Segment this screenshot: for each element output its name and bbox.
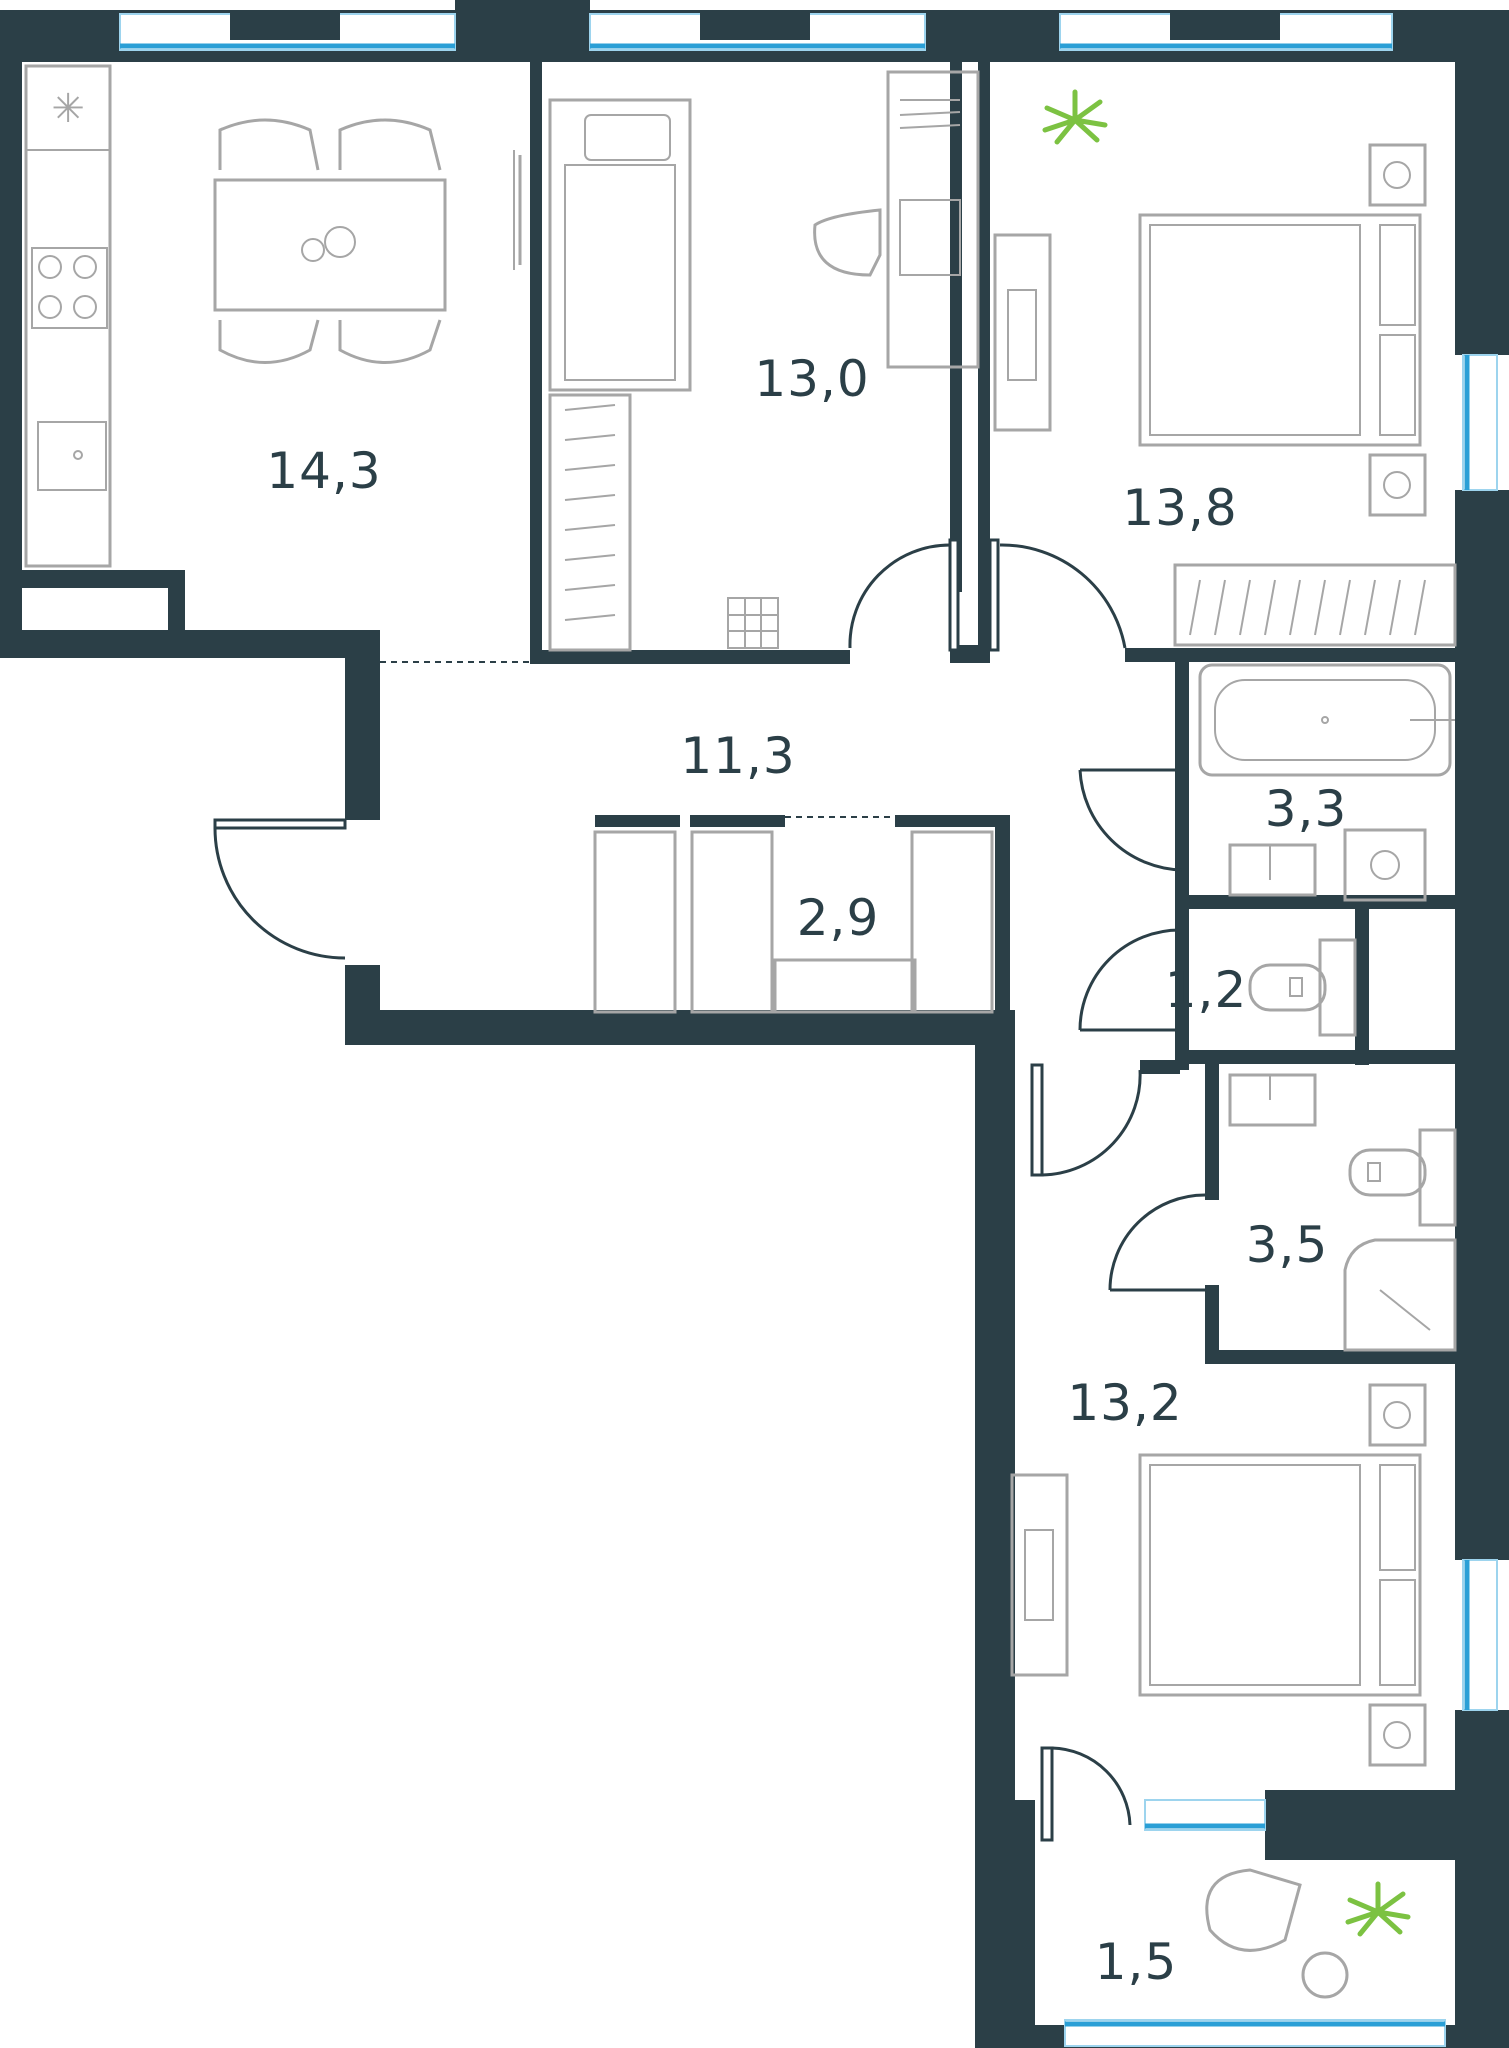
bathroom-area-label: 3,3: [1264, 780, 1348, 838]
shower-room-area-label: 3,5: [1245, 1216, 1329, 1274]
toilet-area-label: 1,2: [1164, 961, 1248, 1019]
kitchen-furniture: ✳: [24, 64, 522, 568]
bedroom-right-furniture: [993, 143, 1457, 647]
wardrobe-area-label: 2,9: [796, 889, 880, 947]
balcony-furniture: [1205, 1868, 1349, 1999]
plant-icon: [1042, 89, 1108, 145]
bedroom-left-area-label: 13,0: [754, 350, 870, 408]
bedroom-right-area-label: 13,8: [1122, 479, 1238, 537]
bathroom-fixtures: [1198, 663, 1457, 1352]
doors: [213, 538, 1206, 1842]
bedroom-left-furniture: [548, 70, 980, 652]
balcony-area-label: 1,5: [1094, 1933, 1178, 1991]
svg-text:✳: ✳: [51, 86, 85, 132]
bedroom-bottom-furniture: [1010, 1383, 1427, 1767]
bedroom-bottom-area-label: 13,2: [1067, 1374, 1183, 1432]
kitchen-area-label: 14,3: [266, 442, 382, 500]
hall-area-label: 11,3: [680, 727, 796, 785]
plant-icon: [1345, 1881, 1411, 1937]
windows: [119, 10, 1498, 2047]
wardrobe-furniture: [593, 830, 994, 1014]
